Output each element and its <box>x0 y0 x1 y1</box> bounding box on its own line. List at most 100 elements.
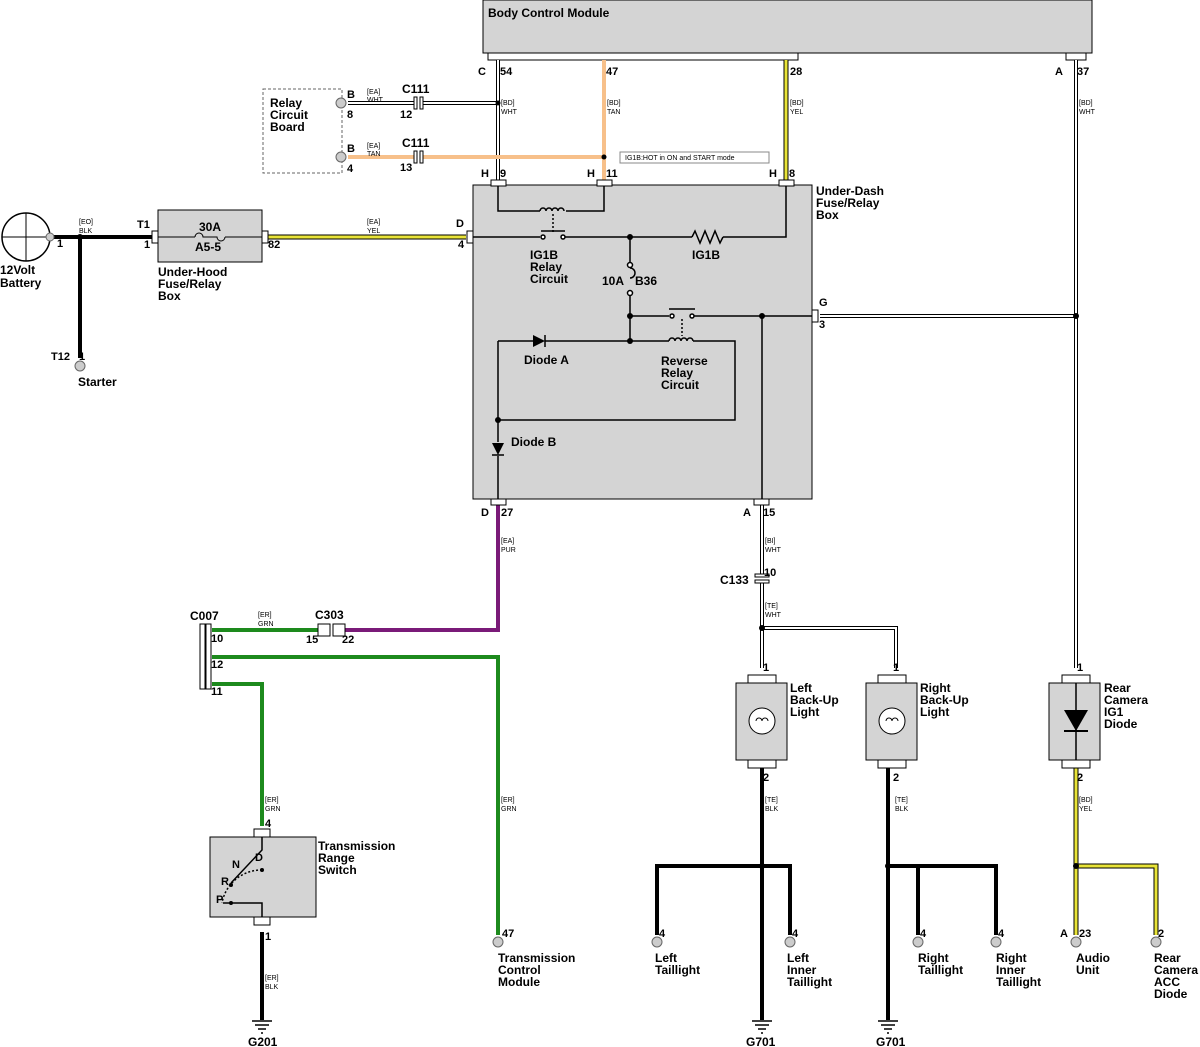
svg-text:4: 4 <box>920 928 927 940</box>
bcm-pin-54: 54 <box>500 66 513 78</box>
svg-text:P: P <box>216 894 223 906</box>
diode-icon <box>1064 710 1088 731</box>
bcm-conn-a: A <box>1055 66 1063 78</box>
svg-text:H: H <box>481 168 489 180</box>
svg-text:47: 47 <box>502 928 514 940</box>
wire-label: TAN <box>367 151 380 158</box>
g701-left-label: G701 <box>746 1035 776 1047</box>
svg-text:1: 1 <box>763 662 769 674</box>
wire-label: BLK <box>765 806 779 813</box>
bcm-label: Body Control Module <box>488 6 610 20</box>
reverse-relay-label: Reverse <box>661 354 708 368</box>
svg-text:IG1: IG1 <box>1104 705 1124 719</box>
svg-text:13: 13 <box>400 162 412 174</box>
svg-text:Module: Module <box>498 975 540 989</box>
svg-text:Camera: Camera <box>1154 963 1198 977</box>
ground-g701-right: G701 <box>876 1020 906 1047</box>
starter: T12 1 Starter <box>51 351 117 389</box>
wire-label: [ER] <box>258 612 272 619</box>
svg-text:Switch: Switch <box>318 863 357 877</box>
svg-text:15: 15 <box>763 507 775 519</box>
svg-text:Camera: Camera <box>1104 693 1148 707</box>
connector-c303: C303 15 22 <box>306 608 354 646</box>
left-backup-light: 1 2 Left Back-Up Light <box>735 662 839 784</box>
svg-text:2: 2 <box>893 772 899 784</box>
battery-label: 12Volt <box>0 263 35 277</box>
fuse-b36-id: B36 <box>635 274 657 288</box>
svg-text:A: A <box>1060 928 1068 940</box>
svg-text:Fuse/Relay: Fuse/Relay <box>158 277 222 291</box>
wire-label: WHT <box>501 109 518 116</box>
wire-label: [EA] <box>501 538 514 545</box>
ground-g701-left: G701 <box>746 1020 776 1047</box>
diode-b-icon <box>492 443 504 455</box>
connector-c007: C007 10 12 11 <box>190 609 223 698</box>
diode-b-label: Diode B <box>511 435 557 449</box>
svg-text:2: 2 <box>1158 928 1164 940</box>
relay-board-label: Relay <box>270 96 302 110</box>
svg-text:N: N <box>232 859 240 871</box>
wire-ea-pur <box>345 505 500 632</box>
svg-text:T1: T1 <box>137 219 150 231</box>
wire-label: BLK <box>895 806 909 813</box>
relay-coil-icon <box>539 207 565 212</box>
svg-text:Taillight: Taillight <box>918 963 963 977</box>
svg-text:Light: Light <box>920 705 949 719</box>
svg-text:82: 82 <box>268 239 280 251</box>
svg-text:4: 4 <box>998 928 1005 940</box>
svg-text:Circuit: Circuit <box>530 272 568 286</box>
wire-label: [BD] <box>1079 100 1093 107</box>
wire-label: WHT <box>367 97 384 104</box>
svg-text:4: 4 <box>265 818 272 830</box>
ground-g201: G201 <box>248 1020 278 1047</box>
body-control-module: Body Control Module C 54 47 28 A 37 <box>478 0 1093 78</box>
starter-label: Starter <box>78 375 117 389</box>
rear-cam-acc-label: Rear <box>1154 951 1181 965</box>
svg-text:Unit: Unit <box>1076 963 1099 977</box>
wire-label: YEL <box>367 228 380 235</box>
wire-label: [BD] <box>790 100 804 107</box>
c133-label: C133 <box>720 573 749 587</box>
wire-label: [BD] <box>501 100 515 107</box>
bcm-conn-c: C <box>478 66 486 78</box>
wire-label: [BD] <box>607 100 621 107</box>
svg-text:1: 1 <box>57 238 63 250</box>
svg-text:Relay: Relay <box>661 366 693 380</box>
svg-text:Battery: Battery <box>0 276 42 290</box>
wire-er-grn-tcm <box>212 655 500 935</box>
ground-terminal-icon <box>1150 936 1162 948</box>
wire-label: GRN <box>501 806 517 813</box>
left-taillight-label: Left <box>655 951 677 965</box>
wire-label: GRN <box>265 806 281 813</box>
svg-text:R: R <box>221 876 229 888</box>
wire-label: WHT <box>1079 109 1096 116</box>
ground-terminal-icon <box>74 360 86 372</box>
audio-unit-label: Audio <box>1076 951 1110 965</box>
svg-text:10: 10 <box>211 633 223 645</box>
svg-text:1: 1 <box>265 931 271 943</box>
trs-label: Transmission <box>318 839 395 853</box>
svg-text:11: 11 <box>211 686 223 698</box>
svg-text:Range: Range <box>318 851 355 865</box>
note-text: IG1B:HOT in ON and START mode <box>625 155 735 162</box>
ground-icon <box>878 1020 898 1034</box>
right-backup-label: Right <box>920 681 951 695</box>
rear-camera-ig1-diode: 1 2 Rear Camera IG1 Diode <box>1048 662 1148 784</box>
right-inner-taillight: 4 Right Inner Taillight <box>990 928 1041 989</box>
svg-text:27: 27 <box>501 507 513 519</box>
right-taillight-label: Right <box>918 951 949 965</box>
wire-label: BLK <box>265 984 279 991</box>
ground-terminal-icon <box>990 936 1002 948</box>
tcm-label: Transmission <box>498 951 575 965</box>
wire-er-grn-sw <box>212 682 264 826</box>
fuse-icon <box>629 267 636 279</box>
svg-text:15: 15 <box>306 634 318 646</box>
rear-cam-diode-label: Rear <box>1104 681 1131 695</box>
svg-text:4: 4 <box>659 928 666 940</box>
ground-terminal-icon <box>492 936 504 948</box>
left-inner-taillight-label: Left <box>787 951 809 965</box>
g701-right-label: G701 <box>876 1035 906 1047</box>
svg-text:1: 1 <box>79 351 85 363</box>
wire-label: YEL <box>790 109 803 116</box>
